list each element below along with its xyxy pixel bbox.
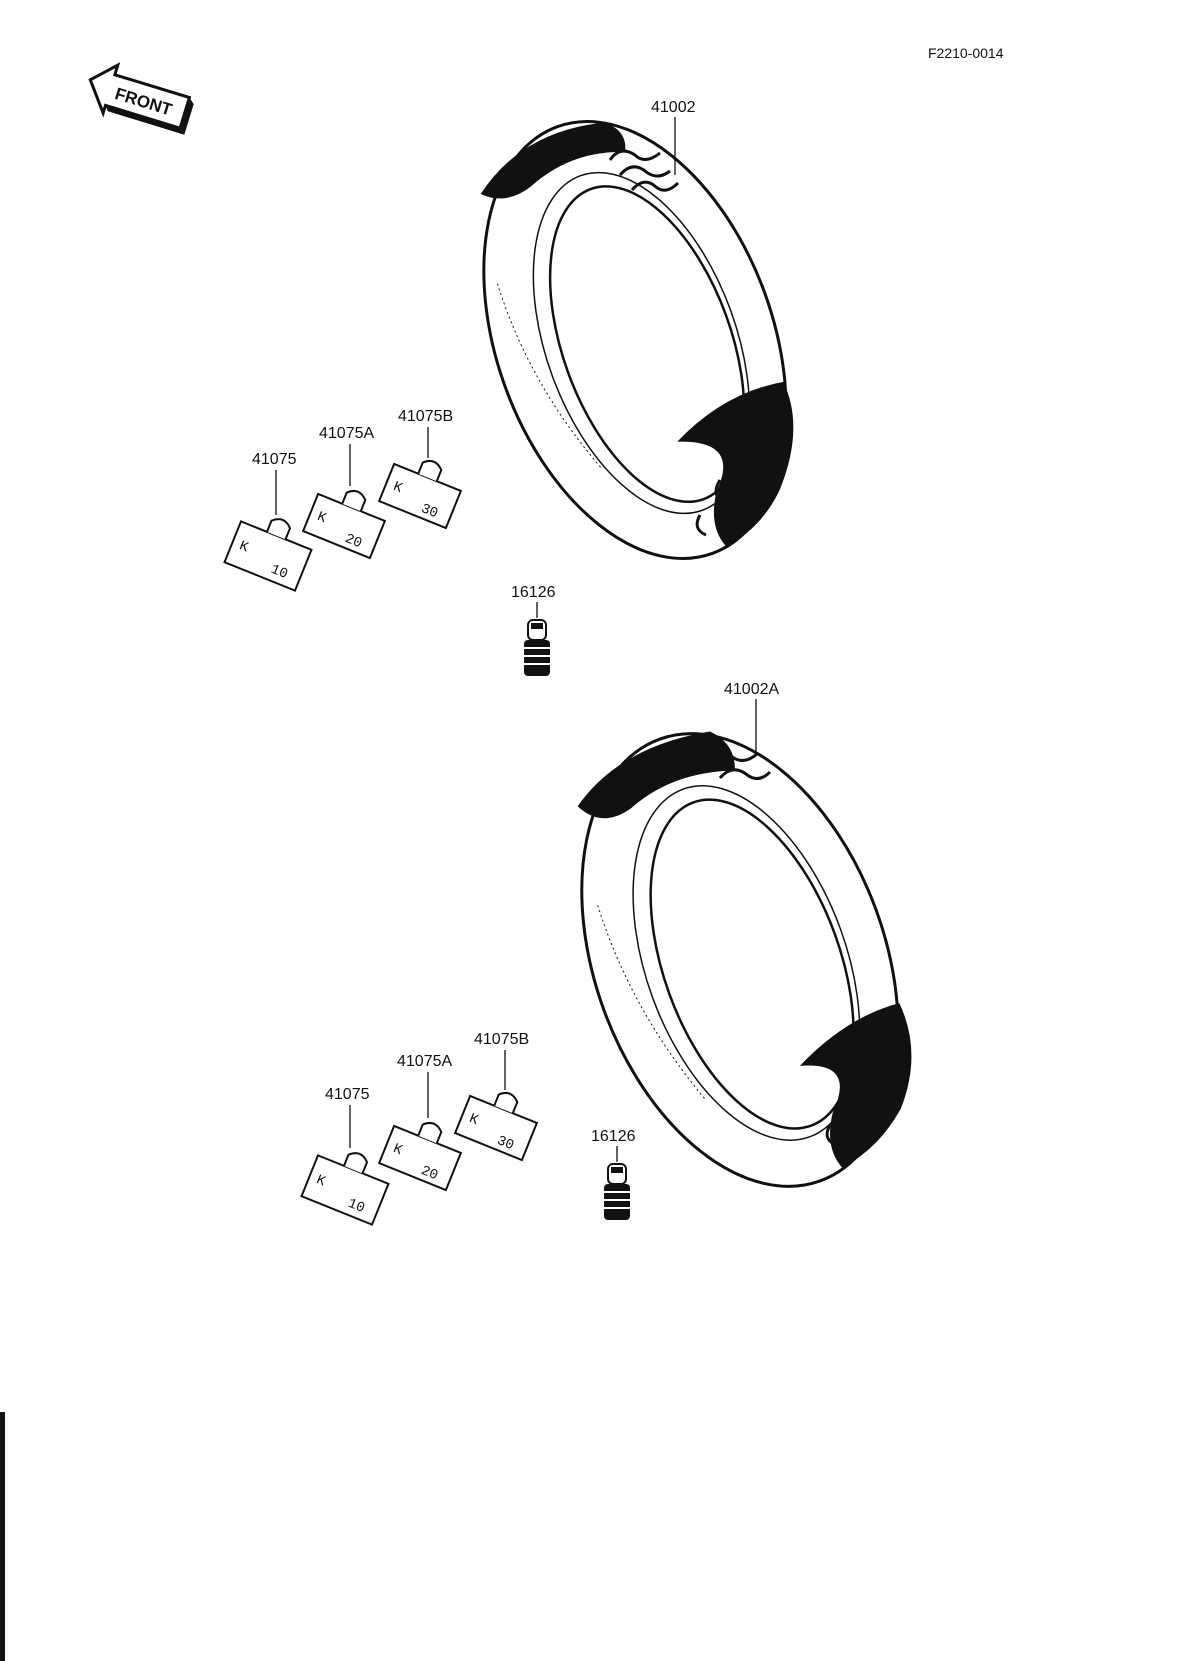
valve-lower-label: 16126 xyxy=(591,1128,636,1145)
weight-mark: 10 xyxy=(268,562,290,583)
tire-upper-label: 41002 xyxy=(651,99,696,116)
valve-upper-icon xyxy=(524,619,550,676)
weight-mark: 20 xyxy=(342,531,364,552)
tire-lower-tread xyxy=(703,750,883,1147)
weight-upper-label: 41075 xyxy=(252,451,297,468)
front-arrow-icon: FRONT xyxy=(88,62,194,135)
weight-upper-label: 41075A xyxy=(319,425,374,442)
weight-upper-10: K 10 xyxy=(223,518,313,592)
tire-lower xyxy=(577,731,912,1188)
weight-lower-label: 41075B xyxy=(474,1031,529,1048)
weight-lower-10: K 10 xyxy=(300,1152,390,1226)
weight-mark: 30 xyxy=(494,1133,516,1154)
tire-upper xyxy=(480,120,794,560)
weight-lower-label: 41075 xyxy=(325,1086,370,1103)
weight-mark: 20 xyxy=(418,1163,440,1184)
weight-upper-30: K 30 xyxy=(377,459,463,530)
weight-mark: 10 xyxy=(345,1196,367,1217)
valve-lower-icon xyxy=(604,1163,630,1220)
tire-upper-tread xyxy=(608,149,753,537)
valve-upper-label: 16126 xyxy=(511,584,556,601)
weight-lower-label: 41075A xyxy=(397,1053,452,1070)
weight-mark: 30 xyxy=(418,501,440,522)
diagram-code: F2210-0014 xyxy=(928,45,1004,61)
weight-lower-30: K 30 xyxy=(453,1091,539,1162)
scan-edge xyxy=(0,1412,5,1661)
weight-lower-20: K 20 xyxy=(377,1121,463,1192)
weight-upper-label: 41075B xyxy=(398,408,453,425)
tire-lower-label: 41002A xyxy=(724,681,779,698)
weight-upper-20: K 20 xyxy=(301,489,387,560)
